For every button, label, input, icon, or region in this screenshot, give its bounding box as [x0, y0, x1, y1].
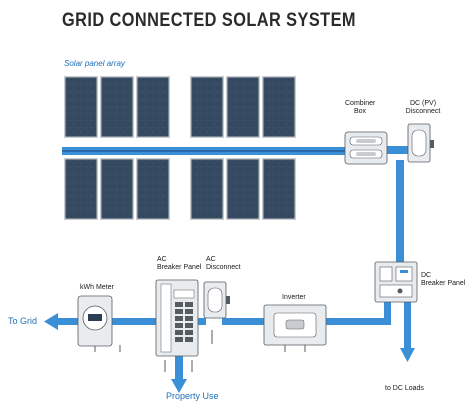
breaker-switch — [175, 316, 183, 321]
breaker-to-inverter-wire — [326, 318, 386, 325]
dc-disconnect-label-line1: DC (PV) — [409, 100, 437, 107]
dc-disconnect — [407, 123, 434, 163]
breaker-to-meter-wire — [110, 318, 158, 325]
solar-panel — [100, 158, 134, 220]
combiner-box-label-line2: Box — [353, 108, 367, 115]
breaker-switch — [185, 330, 193, 335]
dc-breaker-panel-label-line1: DC — [421, 272, 432, 279]
acdisconnect-to-breaker-wire — [196, 318, 206, 325]
ac-breaker-panel-label: AC Breaker Panel — [157, 256, 201, 272]
solar-panel — [64, 158, 98, 220]
ac-breaker-panel — [155, 279, 199, 357]
solar-panel — [100, 76, 134, 138]
solar-array-label: Solar panel array — [64, 59, 125, 68]
kwh-meter — [77, 295, 113, 347]
to-grid-wire — [56, 318, 78, 325]
combiner-to-disconnect-wire — [385, 146, 415, 154]
wiring — [44, 146, 415, 393]
breaker-switch — [175, 323, 183, 328]
breaker-switch — [185, 302, 193, 307]
dc-breaker-panel-label: DC Breaker Panel — [421, 272, 465, 288]
to-grid-arrow — [44, 313, 58, 330]
ac-disconnect-label-line2: Disconnect — [206, 264, 241, 271]
breaker-switch — [175, 330, 183, 335]
breaker-switches — [175, 302, 193, 342]
solar-panel — [64, 76, 98, 138]
ac-disconnect-label-line1: AC — [206, 256, 216, 263]
dc-disconnect-label-line2: Disconnect — [405, 108, 441, 115]
diagram-title: GRID CONNECTED SOLAR SYSTEM — [62, 10, 356, 31]
solar-panel — [190, 158, 224, 220]
breaker-switch — [175, 302, 183, 307]
breaker-switch — [175, 309, 183, 314]
combiner-box-label-line1: Combiner — [345, 100, 376, 107]
solar-panel-array — [64, 76, 296, 220]
solar-panel — [136, 158, 170, 220]
solar-panel — [226, 158, 260, 220]
to-grid-label: To Grid — [8, 316, 38, 326]
combiner-box-label: Combiner Box — [345, 100, 375, 116]
solar-panel — [190, 76, 224, 138]
solar-panel — [262, 76, 296, 138]
ac-disconnect — [203, 281, 230, 319]
to-dc-loads-label: to DC Loads — [385, 385, 424, 392]
breaker-switch — [185, 323, 193, 328]
solar-panel — [226, 76, 260, 138]
ac-breaker-panel-label-line1: AC — [157, 256, 167, 263]
combiner-box — [344, 131, 388, 165]
dc-disconnect-label: DC (PV) Disconnect — [400, 100, 446, 116]
breaker-drop-wire — [384, 298, 391, 325]
ac-breaker-panel-label-line2: Breaker Panel — [157, 264, 202, 271]
dc-loads-arrow — [400, 348, 415, 362]
ac-disconnect-label: AC Disconnect — [206, 256, 241, 272]
kwh-meter-label: kWh Meter — [80, 284, 114, 291]
inverter — [263, 304, 327, 346]
solar-panel — [262, 158, 296, 220]
property-use-wire — [175, 355, 183, 381]
inverter-label: Inverter — [282, 294, 306, 301]
dc-breaker-panel-label-line2: Breaker Panel — [421, 280, 466, 287]
breaker-switch — [185, 309, 193, 314]
inverter-to-acdisconnect-wire — [222, 318, 266, 325]
property-use-arrow — [171, 379, 187, 393]
solar-panel — [136, 76, 170, 138]
breaker-switch — [185, 337, 193, 342]
property-use-label: Property Use — [166, 391, 219, 401]
disconnect-down-wire — [396, 160, 404, 270]
dc-loads-wire — [404, 300, 411, 350]
dc-breaker-panel — [374, 261, 418, 303]
breaker-switch — [175, 337, 183, 342]
breaker-switch — [185, 316, 193, 321]
ground-lines — [94, 330, 306, 372]
